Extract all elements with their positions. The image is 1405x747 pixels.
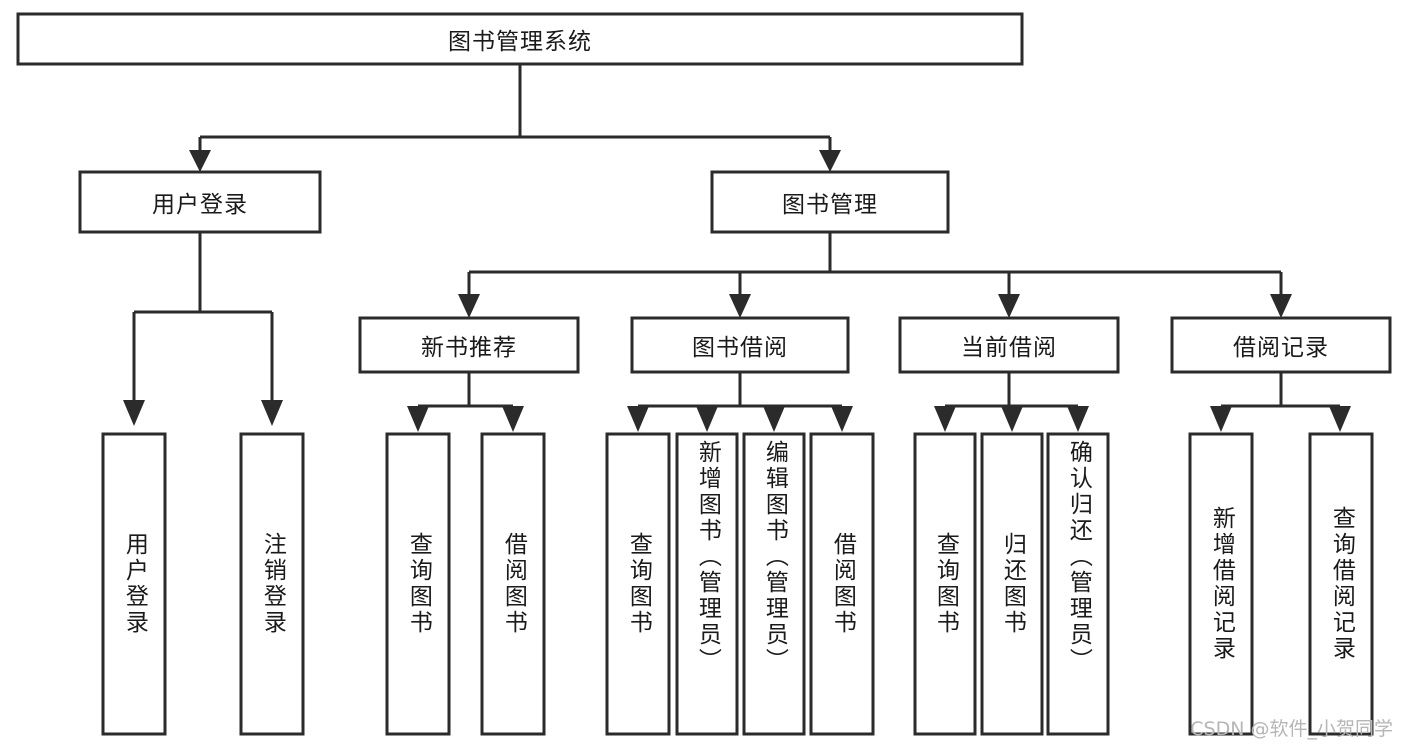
node-borrow-record[interactable] [1170, 316, 1392, 374]
arrow-l3-2 [729, 294, 751, 318]
arrow-user-login-leaf-1 [123, 400, 145, 426]
node-user-login[interactable] [78, 170, 322, 234]
arrow-l3-3 [998, 294, 1020, 318]
arrow-current-leaf-3 [1067, 406, 1089, 432]
node-book-borrow[interactable] [630, 316, 850, 374]
leaf-new-book-1[interactable] [480, 432, 546, 736]
arrow-to-book-mgmt [819, 150, 841, 172]
node-new-book-recommend[interactable] [358, 316, 580, 374]
node-book-management[interactable] [710, 170, 950, 234]
arrow-current-leaf-1 [934, 406, 956, 432]
node-root[interactable] [16, 12, 1024, 66]
leaf-current-borrow-0[interactable] [913, 432, 977, 736]
leaf-current-borrow-2[interactable] [1046, 432, 1110, 736]
arrow-l3-1 [458, 294, 480, 318]
leaf-book-borrow-2[interactable] [742, 432, 806, 736]
leaf-user-login-0[interactable] [101, 432, 167, 736]
arrow-borrow-leaf-4 [831, 406, 853, 432]
connector-layer [123, 64, 1351, 432]
arrow-to-user-login [189, 150, 211, 172]
arrow-user-login-leaf-2 [261, 400, 283, 426]
arrow-newbook-leaf-1 [407, 406, 429, 432]
arrow-newbook-leaf-2 [502, 406, 524, 432]
arrow-current-leaf-2 [1001, 406, 1023, 432]
leaf-book-borrow-3[interactable] [809, 432, 875, 736]
leaf-user-login-1[interactable] [239, 432, 305, 736]
arrow-borrow-leaf-3 [763, 406, 785, 432]
arrow-l3-4 [1270, 294, 1292, 318]
leaf-new-book-0[interactable] [385, 432, 451, 736]
leaf-borrow-record-1[interactable] [1308, 432, 1374, 736]
leaf-borrow-record-0[interactable] [1188, 432, 1254, 736]
arrow-borrow-leaf-2 [696, 406, 718, 432]
leaf-book-borrow-1[interactable] [675, 432, 739, 736]
arrow-record-leaf-1 [1210, 406, 1232, 432]
node-box-layer [16, 12, 1392, 736]
node-current-borrow[interactable] [898, 316, 1120, 374]
leaf-current-borrow-1[interactable] [980, 432, 1044, 736]
arrow-borrow-leaf-1 [627, 406, 649, 432]
arrow-record-leaf-2 [1329, 406, 1351, 432]
leaf-book-borrow-0[interactable] [605, 432, 671, 736]
